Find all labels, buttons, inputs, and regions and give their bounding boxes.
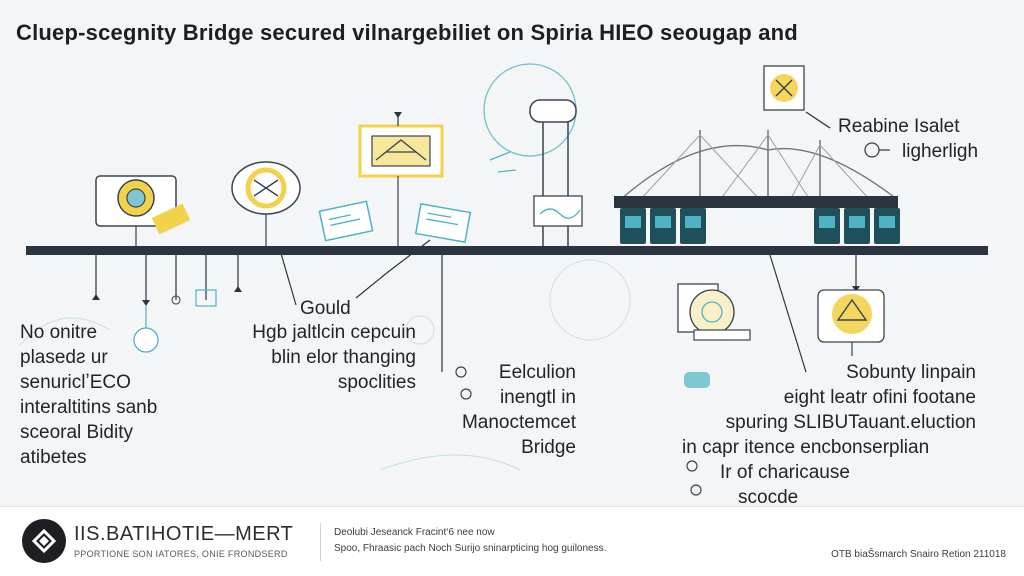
- label-line: Reabine Isalet: [838, 116, 960, 137]
- label-line: Manoctemcet: [461, 412, 576, 433]
- footer-note-line: Deolubi Jeseanck Fracint‘6 nee now: [334, 527, 495, 538]
- brand-logo-mark: [31, 528, 57, 554]
- label-line: scocde: [738, 487, 799, 508]
- server-icon: [620, 208, 706, 244]
- footer: IIS.BATIHOTIE—MERT PPORTIONE SON IATORES…: [0, 506, 1024, 576]
- label-left-block: No onitre plasedƨ ur senuriclʼECO intera…: [20, 320, 157, 470]
- label-line: Hgb jaltlcin cepcuin: [252, 322, 416, 343]
- background-sketch-circle: [549, 259, 631, 341]
- label-line: plasedƨ ur: [20, 347, 108, 368]
- label-line: spoclities: [337, 372, 416, 393]
- label-line: atibetes: [20, 447, 87, 468]
- label-line: Bridge: [521, 437, 576, 458]
- label-right-block: Sobunty linpain eight leatr ofini footan…: [676, 360, 976, 510]
- brand-logo-icon: [22, 519, 66, 563]
- label-line: No onitre: [20, 322, 98, 343]
- key-icon: [455, 366, 710, 496]
- footer-brand: IIS.BATIHOTIE—MERT: [74, 523, 294, 545]
- timeline-connectors: [95, 239, 857, 373]
- label-line: Eelculion: [498, 362, 576, 383]
- label-gould: Gould: [300, 298, 351, 319]
- document-icon: [318, 200, 374, 242]
- label-line: Sobunty linpain: [846, 362, 976, 383]
- shield-card-icon: [95, 175, 191, 246]
- connector-arrowheads: [92, 112, 860, 306]
- footer-right-text: OTB biaŠsmarch Snairo Retion 211018: [831, 549, 1006, 560]
- footer-brand-subtitle: PPORTIONE SON IATORES, ONIE FRONDSERD: [74, 549, 288, 559]
- label-line: sceoral Bidity: [20, 422, 133, 443]
- bridge-security-diagram: [19, 63, 988, 496]
- label-line: ligherligh: [902, 141, 979, 162]
- document-icon: [414, 203, 472, 243]
- page-title: Cluep-scegnity Bridge secured vilnargebi…: [16, 20, 798, 45]
- suspension-bridge-icon: [614, 130, 899, 208]
- label-line: Ir of charicause: [720, 462, 850, 483]
- label-center: Eelculion inengtl in Manoctemcet Bridge: [446, 360, 576, 460]
- footer-divider: [320, 523, 321, 561]
- x-badge-icon: [763, 65, 831, 129]
- label-line: in capr itence encbonserplian: [682, 437, 930, 458]
- background-sketch-circle: [405, 315, 435, 345]
- background-sketch-curve: [379, 454, 521, 471]
- footer-note: Deolubi Jeseanck Fracint‘6 nee now Spoo,…: [334, 525, 606, 557]
- key-icon: [864, 142, 890, 158]
- security-tower-icon: [483, 63, 583, 246]
- label-line: interaltitins sanb: [20, 397, 158, 418]
- scroll-icon: [133, 289, 217, 353]
- timeline-bar: [26, 246, 988, 255]
- footer-note-line: Spoo, Fhraasic pach Noch Surijo sninarpt…: [334, 543, 607, 554]
- server-icon: [814, 208, 900, 244]
- bridge-sign-icon: [358, 112, 444, 246]
- background-sketch-curve: [19, 317, 111, 346]
- warning-badge-icon: [817, 289, 885, 356]
- label-center-left: Hgb jaltlcin cepcuin blin elor thanging …: [194, 320, 416, 395]
- label-top-right: Reabine Isalet ligherligh: [838, 114, 978, 164]
- shield-badge-icon: [231, 161, 301, 246]
- label-line: spuring SLIBUTauant.eluction: [725, 412, 976, 433]
- label-line: eight leatr ofini footane: [783, 387, 976, 408]
- label-line: inengtl in: [499, 387, 576, 408]
- gear-icon: [677, 283, 751, 341]
- label-line: blin elor thanging: [271, 347, 416, 368]
- label-line: senuriclʼECO: [20, 372, 131, 393]
